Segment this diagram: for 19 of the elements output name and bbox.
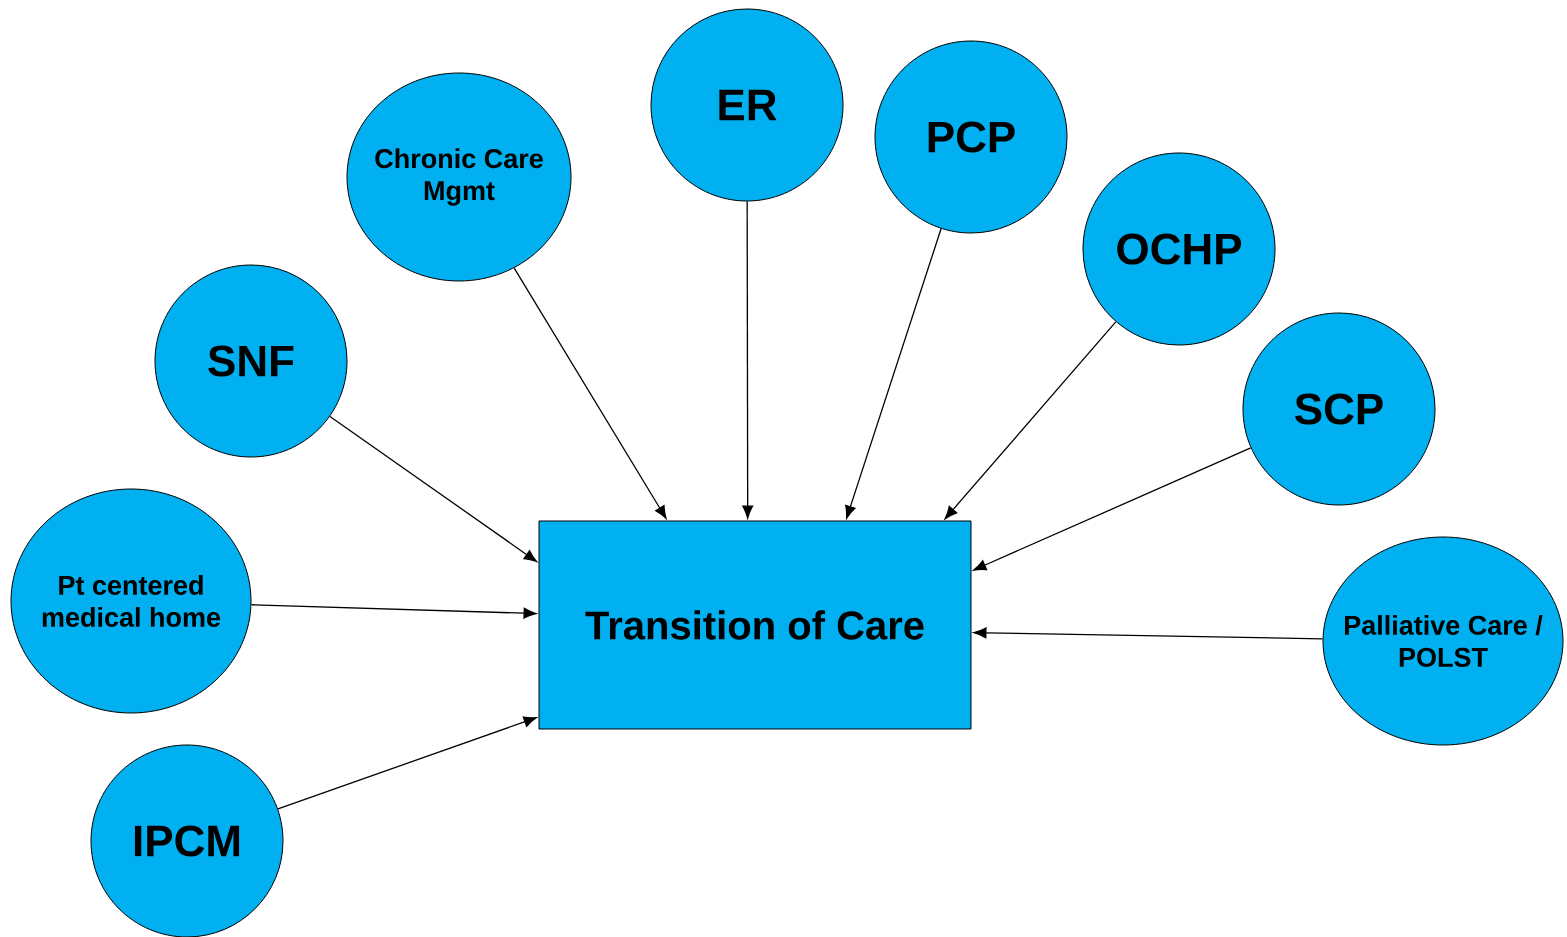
arrow [277, 716, 537, 810]
arrow [513, 267, 667, 519]
arrow [944, 321, 1117, 520]
circle-node: SCP [1242, 312, 1436, 506]
process-box: Transition of Care [538, 520, 972, 730]
circle-node: IPCM [90, 744, 284, 937]
arrow [250, 604, 537, 619]
arrow [973, 627, 1324, 640]
arrow [973, 447, 1252, 571]
circle-node: ER [650, 8, 844, 202]
circle-node: Pt centered medical home [10, 488, 252, 714]
circle-node: Chronic Care Mgmt [346, 72, 572, 282]
arrow [845, 228, 942, 519]
circle-node: OCHP [1082, 152, 1276, 346]
circle-node: PCP [874, 40, 1068, 234]
arrow [329, 415, 538, 563]
arrow [742, 200, 754, 519]
circle-node: Palliative Care / POLST [1322, 536, 1564, 746]
circle-node: SNF [154, 264, 348, 458]
